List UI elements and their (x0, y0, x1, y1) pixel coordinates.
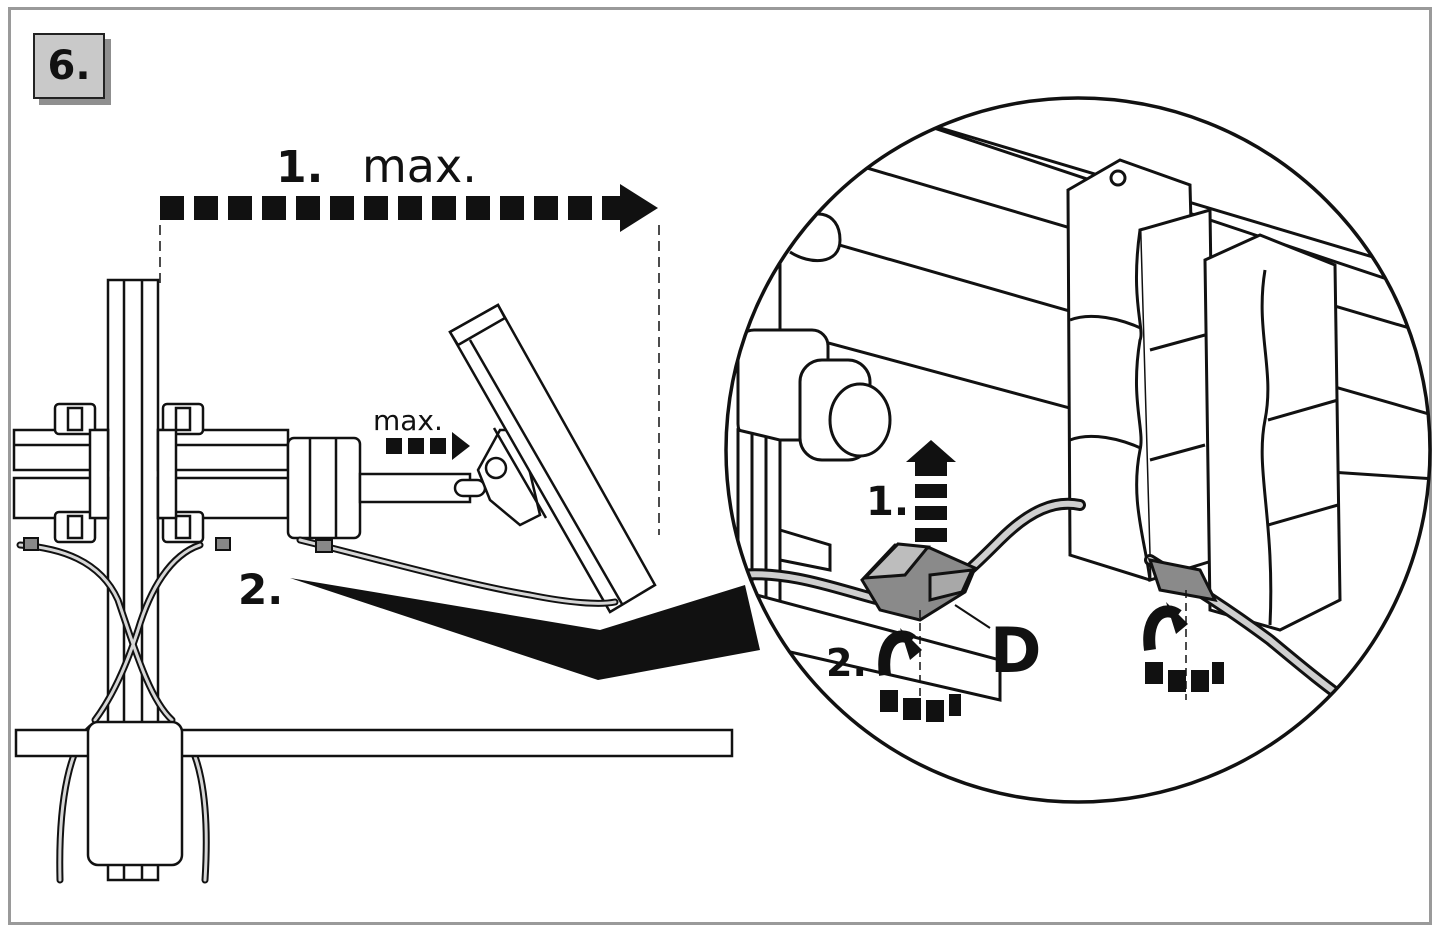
part-d-leader (954, 604, 991, 629)
sensor-plate (448, 303, 657, 614)
part-d-label: D (990, 614, 1041, 687)
detail-step-2-label: 2. (826, 641, 867, 685)
main-step-1-label: 1. (276, 142, 323, 193)
rotation-arrow-left (878, 628, 961, 722)
clamp-sleeve (286, 436, 362, 540)
clamp-bars (12, 428, 290, 520)
junction-box (86, 720, 184, 867)
callout-wedge (290, 578, 760, 680)
detail-clamp-blocks (1066, 158, 1342, 632)
sensor-rod (358, 472, 487, 504)
detail-up-arrow (906, 440, 956, 542)
second-clip-part (1147, 558, 1218, 603)
detail-view (732, 108, 1430, 722)
main-max-label: max. (362, 139, 477, 193)
detail-circle-outline (724, 96, 1432, 804)
main-dashed-arrow (160, 184, 658, 232)
small-dashed-arrow (386, 432, 470, 460)
clamp-bolts (53, 402, 205, 544)
main-cables-inner (18, 538, 617, 882)
small-max-label: max. (373, 404, 443, 437)
main-cable-clips (23, 537, 333, 553)
rotation-arrow-right (1143, 602, 1224, 692)
step-number-badge: 6. (33, 33, 105, 99)
main-step-2-label: 2. (238, 565, 283, 614)
detail-step-1-label: 1. (866, 479, 909, 525)
clip-d-part (860, 542, 977, 622)
